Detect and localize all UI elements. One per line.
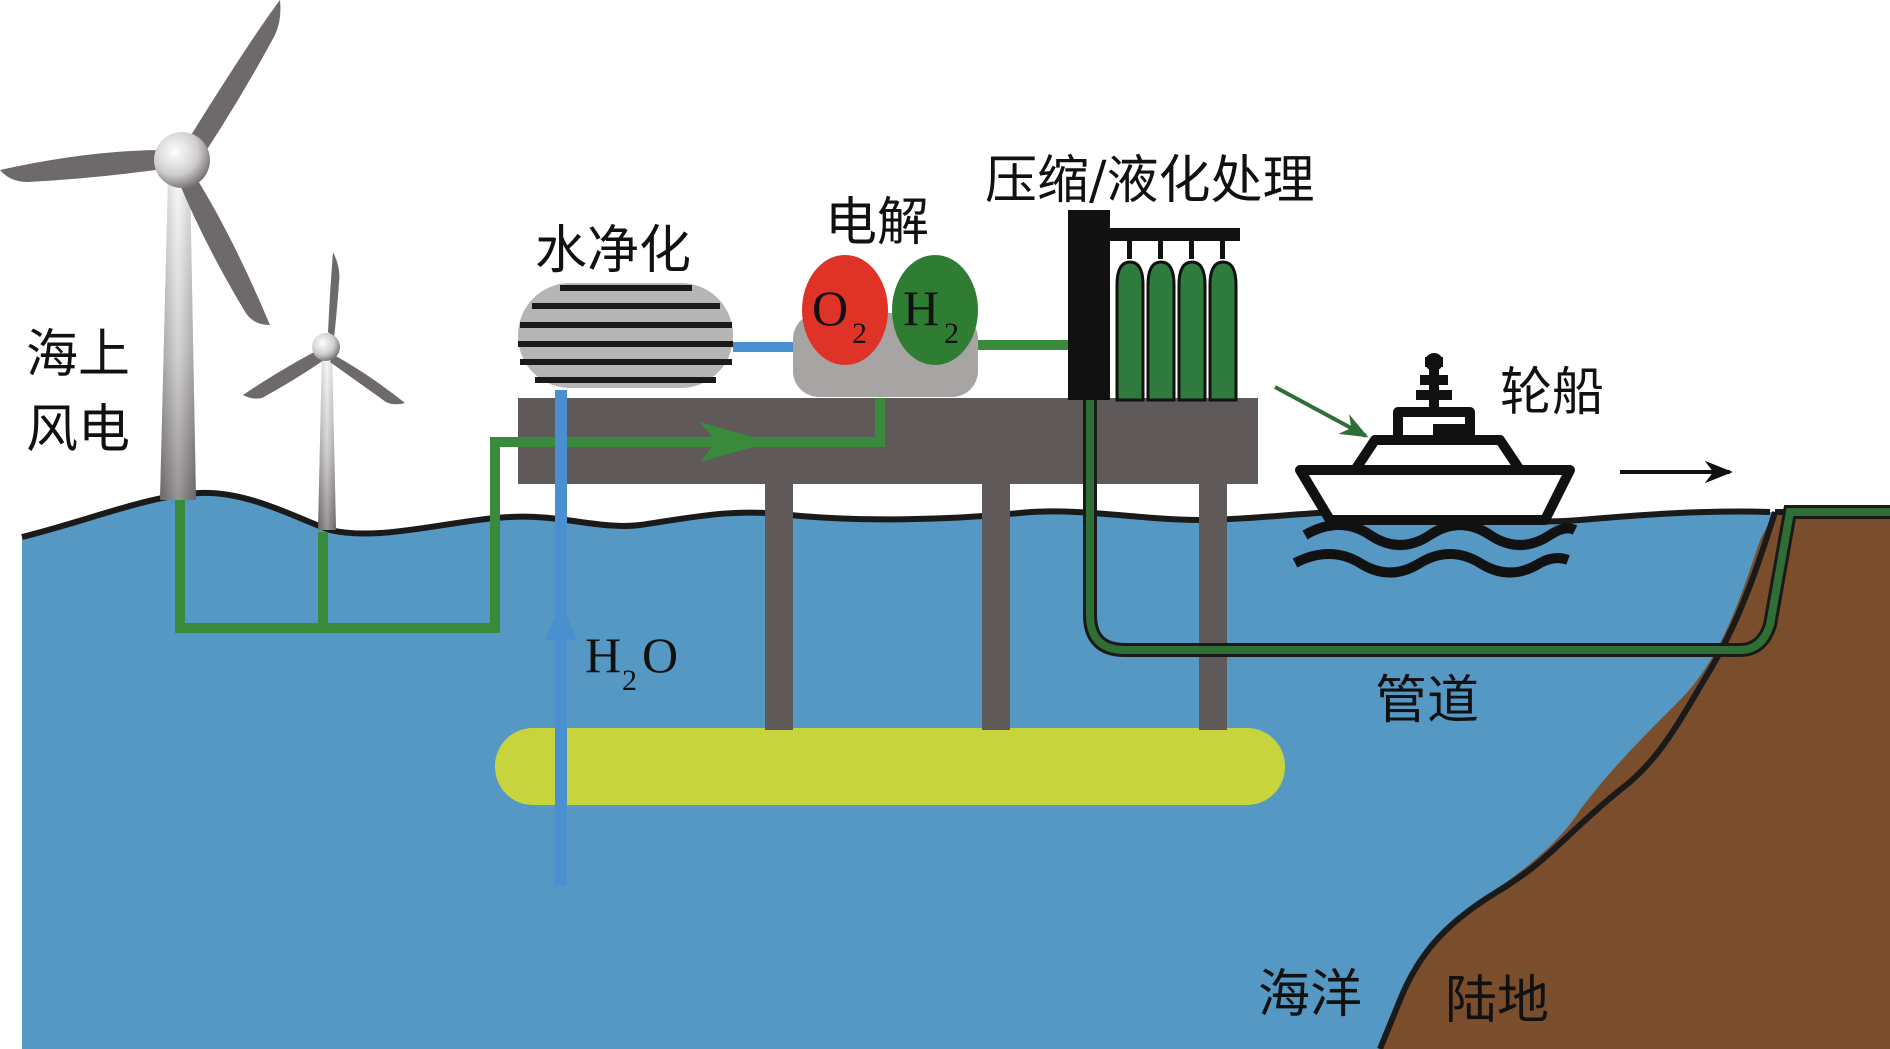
platform-leg: [982, 480, 1010, 730]
power-flow-arrow: [700, 422, 770, 462]
label-electrolysis: 电解: [825, 193, 929, 253]
gas-cylinder-icon: [1127, 241, 1225, 259]
water-label-h: H: [585, 627, 621, 683]
water-pipe-deck: [555, 390, 567, 484]
label-water-purification: 水净化: [535, 221, 691, 281]
pipeline-inner: [1086, 400, 1890, 654]
oxygen-label-sub: 2: [852, 317, 867, 350]
water-purifier: [518, 283, 733, 388]
ship-mast-top: [1425, 353, 1443, 371]
delivery-arrow: [1274, 385, 1369, 438]
electrolyzer: [793, 255, 978, 397]
power-cable-deck: [495, 398, 885, 447]
platform-float: [495, 728, 1285, 805]
hydrogen-label-sub: 2: [944, 317, 959, 350]
water-label-o: O: [642, 627, 678, 683]
label-land: 陆地: [1445, 971, 1549, 1031]
label-ship: 轮船: [1500, 363, 1604, 423]
wind-turbine-icon: [243, 252, 405, 530]
coastline: [1377, 511, 1778, 1049]
ship-icon: [1292, 357, 1578, 578]
water-label-sub: 2: [622, 664, 637, 697]
oxygen-tank: [802, 255, 888, 365]
oxygen-label: O: [812, 280, 848, 336]
hydrogen-pipe-connector: [978, 340, 1070, 350]
label-compression: 压缩/液化处理: [985, 151, 1315, 211]
hydrogen-tank: [892, 255, 978, 365]
wind-turbine-icon: [0, 0, 281, 500]
water-flow-arrow: [545, 602, 577, 640]
hydrogen-label: H: [903, 280, 939, 336]
platform-leg: [1199, 480, 1227, 730]
label-ocean: 海洋: [1258, 965, 1362, 1025]
compression-unit: [1068, 210, 1240, 402]
platform-leg: [765, 480, 793, 730]
label-pipeline: 管道: [1375, 671, 1479, 731]
label-offshore-wind-1: 海上: [26, 325, 130, 385]
water-pipe-connector: [733, 342, 793, 352]
label-offshore-wind-2: 风电: [26, 400, 130, 460]
